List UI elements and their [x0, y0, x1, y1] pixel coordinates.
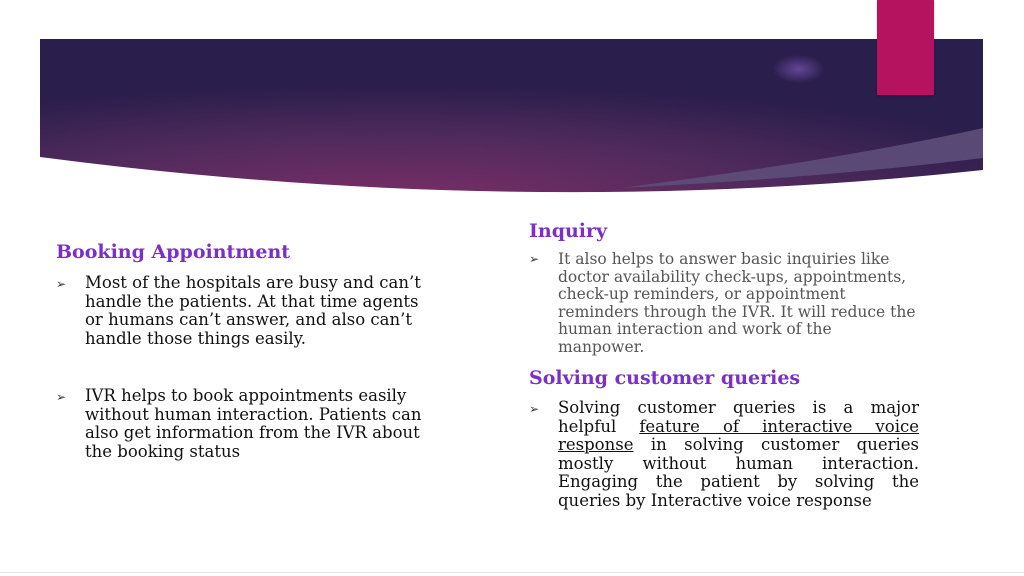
list-item: ➢ It also helps to answer basic inquirie… [529, 250, 919, 356]
booking-heading: Booking Appointment [56, 241, 291, 263]
bullet-text: Solving customer queries is a major help… [558, 398, 919, 436]
arrow-bullet-icon: ➢ [529, 402, 540, 416]
arrow-bullet-icon: ➢ [56, 390, 67, 404]
arrow-bullet-icon: ➢ [529, 252, 540, 266]
left-column: Booking Appointment ➢ Most of the hospit… [56, 240, 436, 461]
right-column: Inquiry ➢ It also helps to answer basic … [529, 219, 919, 510]
solving-heading: Solving customer queries [529, 367, 801, 389]
list-item: ➢ Solving customer queries is a major he… [529, 398, 919, 510]
banner-swoosh [620, 128, 983, 188]
header-banner [40, 39, 983, 193]
inquiry-heading: Inquiry [529, 220, 608, 242]
bullet-text: Most of the hospitals are busy and can’t… [85, 273, 421, 348]
arrow-bullet-icon: ➢ [56, 277, 67, 291]
divider [0, 572, 1024, 573]
bullet-text: in solving customer queries mostly witho… [558, 435, 919, 510]
list-item: ➢ IVR helps to book appointments easily … [56, 386, 436, 461]
bullet-text: IVR helps to book appointments easily wi… [85, 386, 422, 461]
bullet-text: It also helps to answer basic inquiries … [558, 250, 916, 356]
list-item: ➢ Most of the hospitals are busy and can… [56, 273, 436, 348]
feature-link[interactable]: feature of interactive voice response [558, 416, 919, 454]
accent-tab [877, 0, 934, 95]
